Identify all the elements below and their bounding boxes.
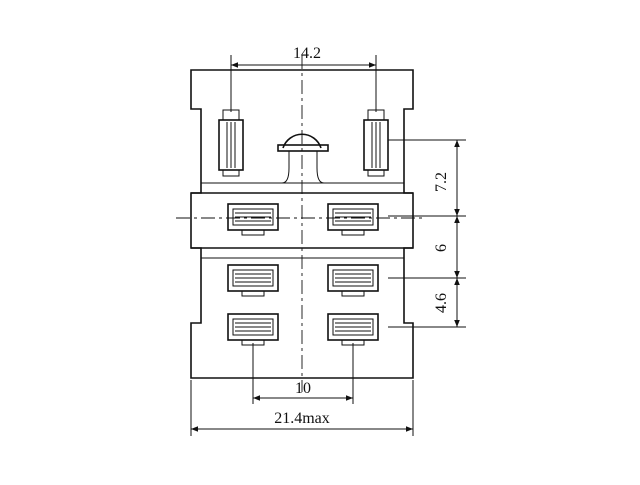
dim-label-4-6: 4.6 <box>433 293 450 313</box>
dim-label-21-4max: 21.4max <box>274 410 330 427</box>
dimension-top-pin-spacing: 14.2 <box>230 45 377 112</box>
horizontal-pin <box>227 313 279 346</box>
horizontal-pin <box>227 203 279 236</box>
horizontal-pin <box>227 264 279 297</box>
center-boss <box>277 133 329 184</box>
dim-label-14-2: 14.2 <box>293 45 321 62</box>
dim-label-10: 10 <box>295 380 311 397</box>
horizontal-pin <box>327 203 379 236</box>
dimension-right-side: 7.2 6 4.6 <box>388 139 466 328</box>
horizontal-pins <box>227 203 379 346</box>
dimension-overall-width: 21.4max <box>190 380 414 436</box>
top-pin-right <box>363 109 389 177</box>
horizontal-pin <box>327 264 379 297</box>
dim-label-7-2: 7.2 <box>433 172 450 192</box>
dimension-bottom-pin-spacing: 10 <box>252 343 354 404</box>
horizontal-pin <box>327 313 379 346</box>
top-pin-left <box>218 109 244 177</box>
dim-label-6: 6 <box>433 244 450 252</box>
